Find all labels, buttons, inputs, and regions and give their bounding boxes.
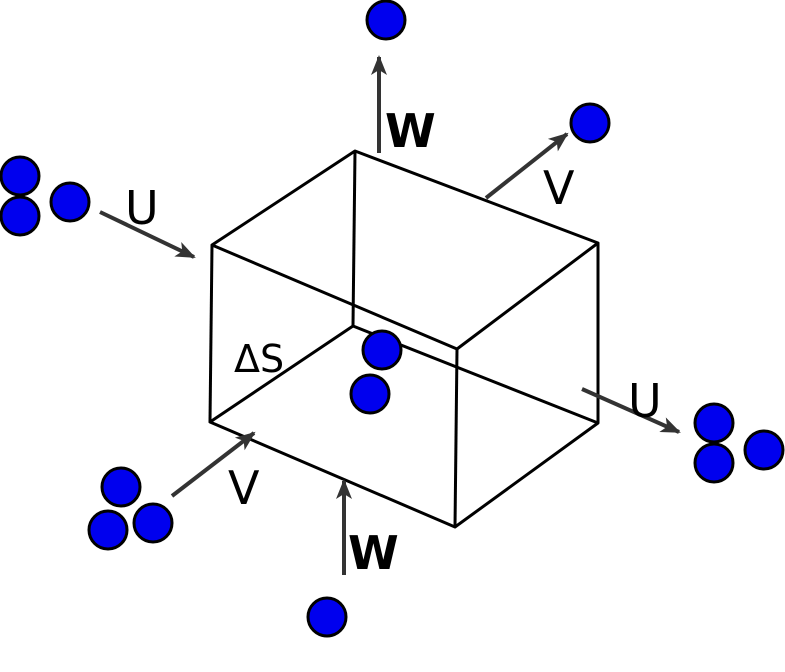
particle	[0, 155, 41, 197]
particle	[743, 429, 785, 471]
particle	[0, 195, 41, 237]
particle	[87, 509, 129, 551]
particle	[306, 596, 348, 638]
particle	[365, 0, 407, 41]
label-u-left: U	[125, 181, 159, 235]
label-w-top: W	[385, 104, 436, 158]
particle	[693, 402, 735, 444]
particle	[569, 102, 611, 144]
cube-edge	[208, 244, 214, 423]
particles	[0, 0, 785, 638]
cube-top-face	[210, 149, 600, 351]
particle	[361, 329, 403, 371]
cube-edge	[453, 348, 459, 528]
cube	[208, 149, 600, 529]
particle	[100, 466, 142, 508]
particle	[349, 373, 391, 415]
label-w-bottom: W	[348, 526, 399, 580]
label-delta-s: ΔS	[234, 337, 284, 381]
label-v-top: V	[543, 161, 575, 215]
particle	[49, 181, 91, 223]
arrow-v-out	[484, 132, 569, 200]
arrow-u-in	[99, 210, 196, 259]
arrow-v-in	[170, 431, 256, 498]
cube-edge	[351, 150, 357, 327]
flow-arrows	[99, 55, 681, 575]
arrow-u-out	[581, 387, 681, 434]
label-v-bottom: V	[228, 461, 260, 515]
particle	[693, 442, 735, 484]
particle	[132, 502, 174, 544]
label-u-right: U	[628, 374, 662, 428]
